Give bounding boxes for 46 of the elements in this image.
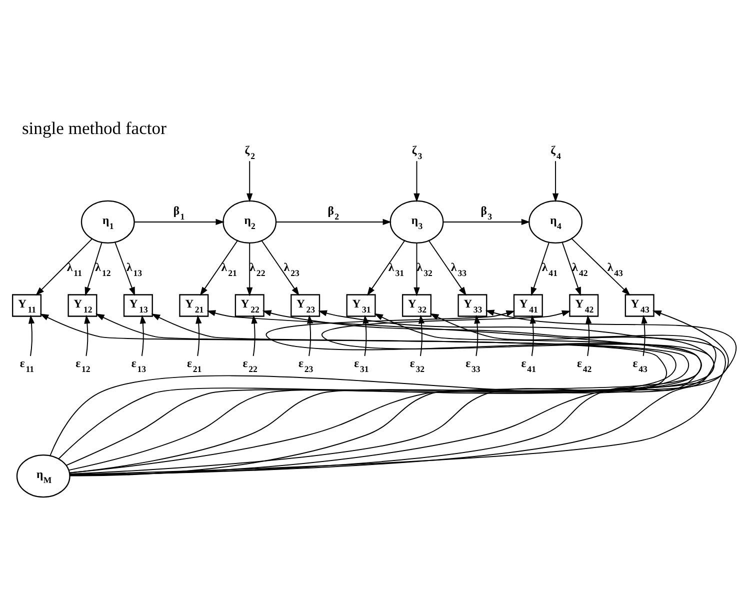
arrow [571,238,630,296]
arrow [552,160,559,202]
node-box: Y$_{12}$ [68,294,98,316]
arrow [562,242,581,296]
node-ellipse: η$_{1}$ [80,200,135,244]
diagram-title: single method factor [22,117,166,138]
edge-label: λ$_{12}$ [95,260,111,278]
arrow [530,242,550,296]
node-text: ε$_{11}$ [20,356,34,374]
arrow [367,240,406,296]
edge-label: λ$_{22}$ [250,260,266,278]
edge-label: β$_{1}$ [173,204,185,222]
arrow [114,241,135,296]
edge-label: λ$_{41}$ [542,260,558,278]
arrow [246,242,253,296]
arrow [84,242,102,296]
arrow [200,240,238,296]
arrow [414,242,420,296]
node-text: ζ$_{2}$ [244,144,255,161]
edge-label: λ$_{33}$ [450,260,467,278]
arrow [276,218,392,225]
node-ellipse: η$_{3}$ [390,200,444,244]
node-text: ζ$_{3}$ [412,144,422,161]
node-box: Y$_{11}$ [12,294,42,316]
edge-label: λ$_{21}$ [221,260,237,278]
edge-label: β$_{3}$ [480,204,492,222]
arrow [246,160,253,202]
node-ellipse: η$_{4}$ [528,200,582,244]
arrow [428,240,466,296]
edge-label: λ$_{13}$ [126,260,142,278]
edge-label: λ$_{32}$ [416,260,432,278]
node-ellipse: η$_{2}$ [222,200,277,244]
node-ellipse: η$_{M}$ [16,454,70,498]
arrow [414,160,420,202]
edge-label: β$_{2}$ [328,204,340,222]
edge-label: λ$_{42}$ [572,260,588,278]
edge-label: λ$_{11}$ [66,260,82,278]
node-text: ζ$_{4}$ [550,144,561,161]
edge-label: λ$_{43}$ [607,260,623,278]
arrow [28,314,35,356]
arrow [442,218,530,225]
arrow [261,240,300,296]
arrow [36,238,92,296]
edge-label: λ$_{31}$ [388,260,404,278]
edge-label: λ$_{23}$ [284,260,300,278]
arrow [134,218,225,225]
